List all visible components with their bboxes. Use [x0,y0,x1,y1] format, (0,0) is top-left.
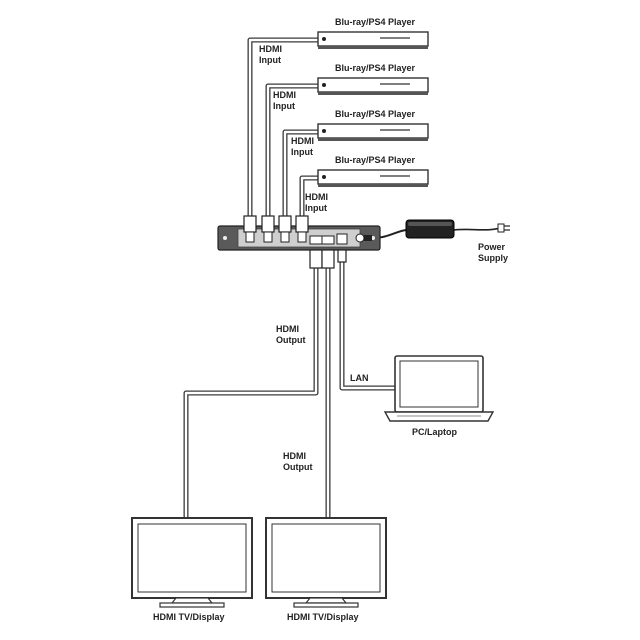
hdmi-output-label-1: HDMI Output [276,324,306,345]
lan-port [336,233,348,263]
hdmi-input-cables [247,37,318,218]
source-device-2 [317,77,429,95]
lan-cable [339,262,395,391]
laptop-icon [383,355,495,422]
hdmi-output-cable-left [183,268,319,520]
hdmi-output-ports [309,235,335,269]
display-left-icon [131,517,253,608]
lan-label: LAN [350,373,369,383]
source-device-4 [317,169,429,187]
source-device-3 [317,123,429,141]
hdmi-switch-unit [217,215,381,269]
pc-laptop-label: PC/Laptop [412,427,457,437]
display-label-left: HDMI TV/Display [153,612,225,622]
source-label-1: Blu-ray/PS4 Player [335,17,416,27]
hdmi-input-label-1: HDMI Input [259,44,282,65]
source-label-3: Blu-ray/PS4 Player [335,109,416,119]
source-label-2: Blu-ray/PS4 Player [335,63,416,73]
power-plug-icon [497,223,510,233]
power-adapter [405,219,455,239]
hdmi-input-ports [243,215,309,243]
hdmi-input-label-2: HDMI Input [273,90,296,111]
hdmi-input-label-3: HDMI Input [291,136,314,157]
display-label-right: HDMI TV/Display [287,612,359,622]
power-port [355,233,372,243]
source-device-1 [317,31,429,49]
power-supply-label: Power Supply [478,242,509,263]
display-right-icon [265,517,387,608]
source-label-4: Blu-ray/PS4 Player [335,155,416,165]
hdmi-input-label-4: HDMI Input [305,192,328,213]
hdmi-output-label-2: HDMI Output [283,451,313,472]
